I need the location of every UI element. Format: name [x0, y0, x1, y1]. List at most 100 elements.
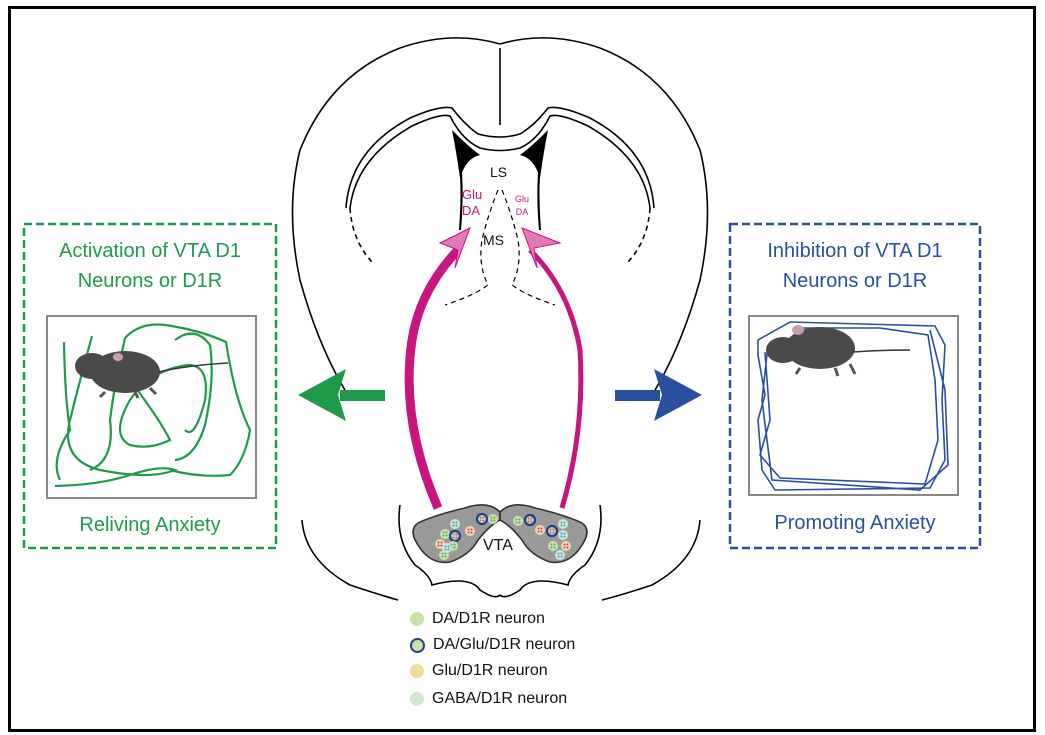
midbrain-section — [301, 504, 701, 601]
projection-arrowhead-left — [438, 226, 471, 269]
vta-neuron-icon — [440, 529, 450, 539]
magenta-neuron-icon — [410, 664, 424, 678]
dashed-boundary-right — [627, 207, 651, 263]
neuron-nucleus-dot — [444, 545, 447, 548]
neuron-nucleus-dot — [440, 544, 443, 547]
vta-neuron-icon — [488, 514, 498, 524]
neuron-nucleus-dot — [455, 536, 458, 539]
neuron-nucleus-dot — [530, 517, 533, 520]
left-arena — [46, 315, 257, 499]
brain-outer-outline-right — [499, 37, 709, 391]
region-label-vta: VTA — [483, 537, 513, 554]
neuron-nucleus-dot — [440, 541, 443, 544]
neuron-nucleus-dot — [540, 527, 543, 530]
neuron-nucleus-dot — [560, 535, 563, 538]
projection-arrow-right — [528, 248, 584, 509]
vta-neuron-icon — [442, 543, 452, 553]
vta-neuron-icon — [475, 512, 489, 526]
vta-neuron-icon — [561, 541, 571, 551]
vta-region-right — [499, 504, 588, 564]
left-title-line1: Activation of VTA D1 — [59, 240, 241, 262]
green-neuron-icon — [410, 612, 424, 626]
vta-neuron-cluster — [435, 512, 571, 560]
neuron-nucleus-dot — [442, 531, 445, 534]
neuron-nucleus-dot — [437, 544, 440, 547]
left-panel-border — [22, 222, 278, 550]
neuron-nucleus-dot — [453, 546, 456, 549]
neuron-nucleus-dot — [566, 546, 569, 549]
neuron-nucleus-dot — [447, 545, 450, 548]
neuron-nucleus-dot — [557, 555, 560, 558]
brain-section — [291, 37, 709, 391]
neuron-nucleus-dot — [442, 534, 445, 537]
neuron-nucleus-dot — [563, 524, 566, 527]
left-da-label: DA — [462, 203, 481, 218]
neuron-nucleus-dot — [560, 521, 563, 524]
neuron-nucleus-dot — [549, 531, 552, 534]
right-panel-title: Inhibition of VTA D1 Neurons or D1R — [733, 236, 977, 296]
neuron-nucleus-dot — [557, 552, 560, 555]
vta-neuron-icon — [450, 519, 460, 529]
vta-neuron-icon — [558, 519, 568, 529]
neuron-nucleus-dot — [482, 519, 485, 522]
neuron-nucleus-dot — [452, 536, 455, 539]
midbrain-outline-right — [601, 519, 701, 601]
neuron-nucleus-dot — [493, 519, 496, 522]
neuron-nucleus-dot — [455, 524, 458, 527]
neuron-nucleus-dot — [441, 552, 444, 555]
neuron-nucleus-dot — [490, 516, 493, 519]
legend-item: Glu/D1R neuron — [410, 662, 548, 680]
neuron-nucleus-dot — [563, 535, 566, 538]
neuron-nucleus-dot — [470, 528, 473, 531]
neuron-nucleus-dot — [527, 520, 530, 523]
neuron-nucleus-dot — [452, 524, 455, 527]
neuron-nucleus-dot — [566, 543, 569, 546]
vta-neuron-icon — [535, 525, 545, 535]
mouse-left-icon — [75, 351, 229, 399]
neuron-nucleus-dot — [552, 531, 555, 534]
neuron-nucleus-dot — [552, 528, 555, 531]
neuron-nucleus-dot — [444, 552, 447, 555]
neuron-nucleus-dot — [444, 548, 447, 551]
neuron-nucleus-dot — [518, 521, 521, 524]
projection-label-left: Glu DA — [462, 187, 482, 219]
midbrain-outline-left — [301, 519, 399, 601]
ms-boundary-right — [501, 189, 556, 306]
neuron-nucleus-dot — [550, 546, 553, 549]
neuron-nucleus-dot — [515, 521, 518, 524]
right-title-line1: Inhibition of VTA D1 — [767, 240, 943, 262]
neuron-nucleus-dot — [455, 521, 458, 524]
neuron-nucleus-dot — [467, 528, 470, 531]
legend-label: GABA/D1R neuron — [432, 690, 568, 707]
neuron-nucleus-dot — [447, 548, 450, 551]
neuron-nucleus-dot — [530, 520, 533, 523]
brain-outer-outline — [291, 37, 501, 391]
neuron-nucleus-dot — [550, 543, 553, 546]
neuron-nucleus-dot — [527, 517, 530, 520]
neuron-nucleus-dot — [553, 543, 556, 546]
region-label-ms: MS — [483, 232, 504, 248]
right-panel-caption: Promoting Anxiety — [774, 512, 936, 534]
neuron-nucleus-dot — [560, 532, 563, 535]
projection-arrow-left — [404, 246, 462, 510]
neuron-nucleus-dot — [563, 546, 566, 549]
blue-arrow-icon — [615, 369, 702, 421]
neuron-nucleus-dot — [467, 531, 470, 534]
blue-neuron-icon — [410, 692, 424, 706]
legend-label: Glu/D1R neuron — [432, 662, 548, 679]
neuron-nucleus-dot — [553, 546, 556, 549]
neuron-nucleus-dot — [490, 519, 493, 522]
vta-surround-left — [398, 504, 501, 598]
vta-neuron-icon — [555, 550, 565, 560]
right-da-label: DA — [515, 207, 529, 217]
ringed-neuron-icon — [410, 637, 425, 653]
neuron-nucleus-dot — [537, 530, 540, 533]
neuron-nucleus-dot — [445, 531, 448, 534]
region-label-ls: LS — [490, 164, 508, 180]
projection-arrowhead-right — [521, 227, 562, 269]
vta-neuron-icon — [558, 530, 568, 540]
mouse-right-icon — [766, 325, 911, 377]
vta-neuron-icon — [523, 513, 537, 527]
green-arrow-icon — [298, 369, 385, 421]
